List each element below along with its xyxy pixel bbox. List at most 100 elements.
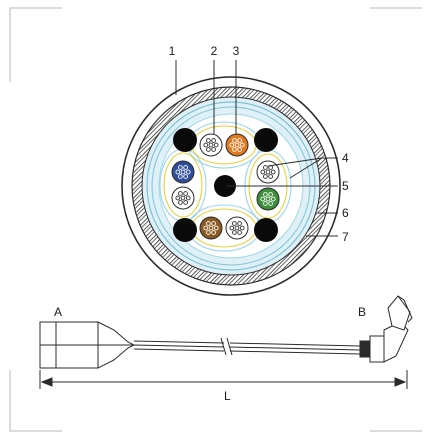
strand-dot [211, 230, 216, 235]
callout-7: 7 [342, 230, 349, 244]
connector-a [39, 321, 136, 369]
strand-dot [203, 225, 209, 231]
leader-4a [267, 157, 323, 167]
filler-bottom-left [173, 218, 197, 242]
strand-dot [180, 169, 186, 175]
strand-dot [234, 142, 240, 148]
strand-dot [183, 174, 188, 179]
connector-b-grip [369, 335, 385, 363]
strand-dot [265, 196, 271, 202]
strand-dot [213, 142, 219, 148]
connector-b-head [387, 295, 411, 331]
strand-dot [270, 169, 276, 175]
strand-dot [183, 200, 188, 205]
strand-dot [185, 169, 191, 175]
strand-dot [260, 169, 266, 175]
callout-5: 5 [342, 179, 349, 193]
callout-2: 2 [211, 44, 218, 58]
strand-dot [178, 200, 183, 205]
strand-dot [237, 138, 242, 143]
conductor-bottom-brown [199, 216, 223, 240]
strand-dot [232, 230, 237, 235]
filler-top-left [173, 128, 197, 152]
pair-wrap-left [163, 152, 203, 218]
conductor-bottom-white [225, 216, 249, 240]
filler-top-right [254, 128, 278, 152]
strand-dot [234, 225, 240, 231]
callout-4: 4 [342, 151, 349, 165]
strand-dot [229, 225, 235, 231]
cable-segment-left [133, 340, 225, 352]
strand-dot [239, 142, 245, 148]
label-end-b: B [358, 305, 366, 319]
strand-dot [263, 174, 268, 179]
strand-dot [208, 142, 214, 148]
callout-1: 1 [169, 44, 176, 58]
connector-b [359, 295, 413, 363]
label-end-a: A [54, 305, 62, 319]
strand-dot [178, 191, 183, 196]
strand-dot [232, 138, 237, 143]
strand-dot [185, 195, 191, 201]
strand-dot [180, 195, 186, 201]
strand-dot [270, 196, 276, 202]
filler-bottom-right [254, 218, 278, 242]
conductor-left-blue [171, 160, 195, 184]
conductor-right-green [256, 187, 280, 211]
strand-dot [268, 174, 273, 179]
dimension-line [39, 370, 408, 389]
strand-dot [232, 147, 237, 152]
conductors [171, 133, 280, 240]
strand-dot [213, 225, 219, 231]
strand-dot [183, 191, 188, 196]
connector-b-latch [397, 295, 413, 323]
conductor-top-orange [225, 133, 249, 157]
strand-dot [260, 196, 266, 202]
leader-lines [175, 60, 338, 237]
strand-dot [263, 192, 268, 197]
strand-dots [175, 138, 276, 235]
conductor-right-white [256, 160, 280, 184]
strand-dot [183, 165, 188, 170]
strand-dot [211, 147, 216, 152]
cable-assembly [39, 295, 413, 389]
cable-segment-right [229, 342, 361, 355]
callout-3: 3 [233, 44, 240, 58]
strand-dot [175, 195, 181, 201]
strand-dot [265, 169, 271, 175]
strand-dot [237, 147, 242, 152]
strand-dot [263, 165, 268, 170]
strand-dot [203, 142, 209, 148]
strand-dot [208, 225, 214, 231]
callout-numbers: 1 2 3 4 5 6 7 [169, 44, 349, 244]
strand-dot [239, 225, 245, 231]
strand-dot [268, 201, 273, 206]
strand-dot [232, 221, 237, 226]
dim-arrow-right [394, 377, 407, 387]
filler-center [214, 175, 236, 197]
corner-marks [9, 7, 422, 432]
conductor-left-white [171, 186, 195, 210]
strand-dot [206, 147, 211, 152]
strand-dot [211, 221, 216, 226]
strand-dot [178, 174, 183, 179]
strand-dot [263, 201, 268, 206]
label-length: L [224, 389, 231, 403]
strand-dot [175, 169, 181, 175]
conductor-top-white [199, 133, 223, 157]
dim-arrow-left [40, 377, 53, 387]
strand-dot [237, 230, 242, 235]
strand-dot [268, 192, 273, 197]
strand-dot [206, 230, 211, 235]
strand-dot [211, 138, 216, 143]
black-fillers [173, 128, 278, 242]
callout-6: 6 [342, 206, 349, 220]
strand-dot [178, 165, 183, 170]
assembly-labels: A B L [54, 305, 366, 403]
strand-dot [229, 142, 235, 148]
cable-break [220, 337, 233, 356]
strand-dot [237, 221, 242, 226]
leader-4b [289, 157, 323, 179]
